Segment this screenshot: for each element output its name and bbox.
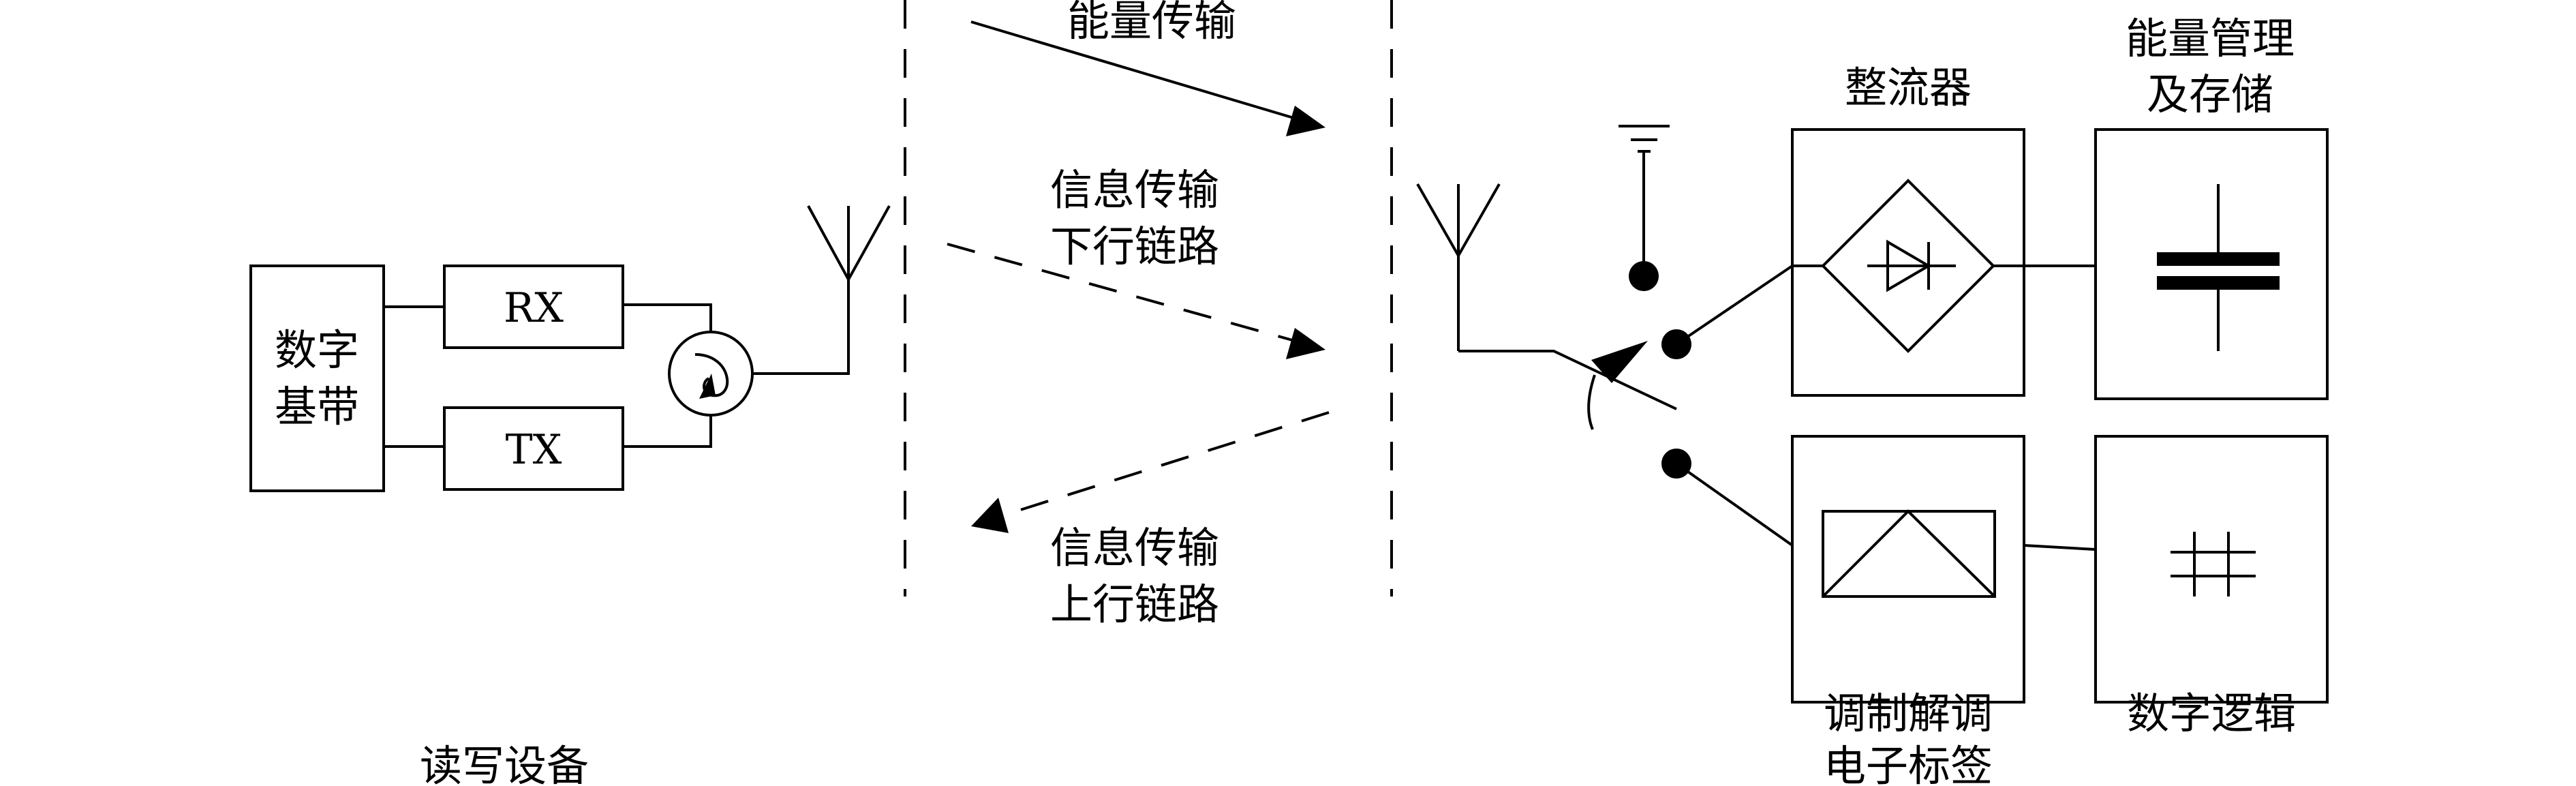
rx-block: RX: [443, 264, 624, 349]
downlink-label-line2: 下行链路: [1050, 222, 1219, 271]
modem-block: 调制解调 电子标签: [1791, 435, 2025, 786]
downlink-arrow-line: [947, 243, 1295, 342]
uplink-label-line2: 上行链路: [1050, 579, 1219, 629]
uplink-arrowhead: [971, 498, 1009, 533]
energy-transfer-label: 能量传输: [1067, 0, 1236, 46]
ground-icon: [1619, 125, 1670, 291]
uplink-arrow-line: [1005, 411, 1330, 516]
circulator-icon: [668, 331, 754, 417]
tag-antenna-icon: [1416, 183, 1501, 351]
switch-icon: [1458, 341, 1677, 430]
modem-feed-wire: [1675, 462, 1794, 547]
reader-wires: [384, 279, 850, 448]
rx-label: RX: [504, 284, 564, 332]
downlink-arrowhead: [1286, 328, 1325, 359]
modem-label-line2: 电子标签: [1824, 741, 1993, 786]
energy-storage-block: 能量管理 及存储: [2094, 14, 2329, 400]
reader-device-label: 读写设备: [420, 741, 589, 786]
tx-label: TX: [506, 426, 562, 474]
energy-mgmt-label-line2: 及存储: [2147, 70, 2273, 119]
digital-logic-label: 数字逻辑: [2127, 689, 2296, 738]
energy-mgmt-label-line1: 能量管理: [2126, 14, 2295, 63]
digital-logic-block: 数字逻辑: [2094, 435, 2329, 738]
uplink-label-line1: 信息传输: [1050, 523, 1219, 573]
energy-arrowhead: [1286, 106, 1325, 136]
modem-to-logic-wire: [2023, 544, 2096, 551]
downlink-label-line1: 信息传输: [1050, 165, 1219, 215]
baseband-label-line1: 数字: [275, 325, 359, 375]
reader-antenna-icon: [807, 205, 891, 283]
tx-block: TX: [443, 406, 624, 491]
energy-arrow-line: [970, 20, 1299, 121]
baseband-label-line2: 基带: [275, 382, 359, 432]
rectifier-feed-wire: [1675, 264, 1794, 346]
rectifier-block: 整流器: [1791, 63, 2025, 397]
baseband-block: 数字 基带: [249, 264, 385, 492]
modem-label-line1: 调制解调: [1824, 689, 1993, 738]
rectifier-label: 整流器: [1845, 63, 1972, 112]
